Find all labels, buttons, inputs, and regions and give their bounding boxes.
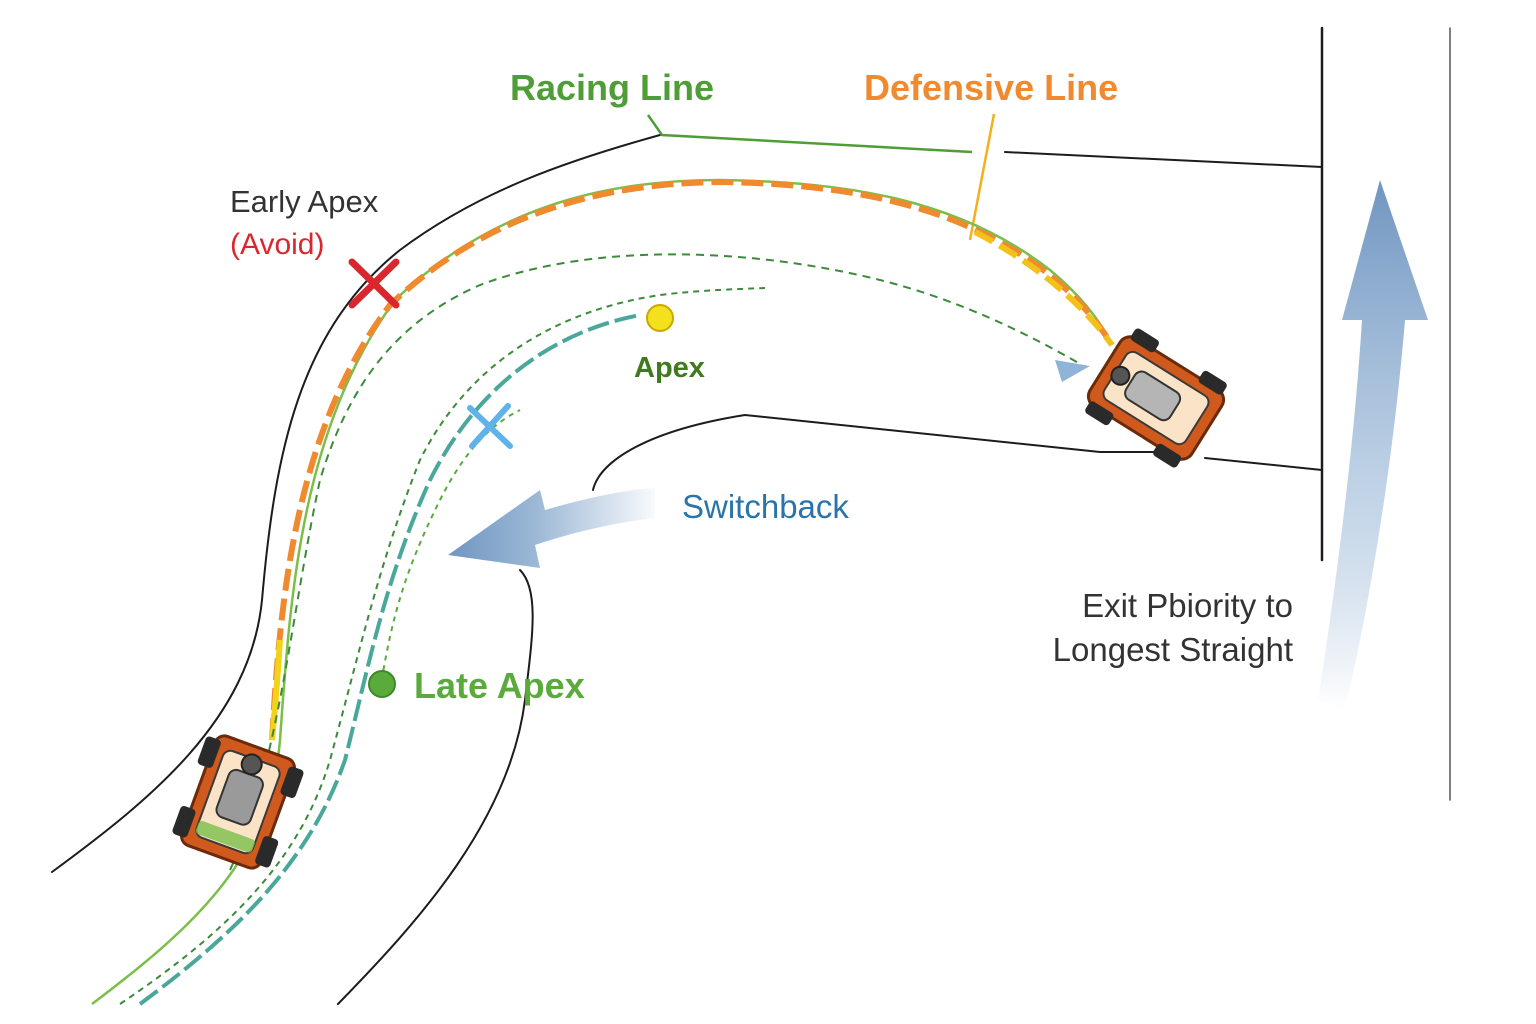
apex-dot	[646, 304, 674, 332]
outer-track-edge-top	[1004, 151, 1323, 168]
exit-priority-label-line2: Longest Straight	[1053, 631, 1293, 668]
inner-track-edge-hairpin	[592, 413, 1161, 491]
late-apex-line-b	[138, 313, 641, 1006]
exit-priority-arrow	[1318, 180, 1428, 710]
early-apex-x-mark	[348, 258, 400, 309]
kart-bottom-left-icon	[172, 734, 304, 870]
defensive-line-pointer	[968, 113, 996, 241]
track-edges	[51, 26, 1451, 1005]
racing-line-outer	[91, 178, 1114, 1005]
inner-track-edge	[337, 569, 534, 1005]
late-apex-label: Late Apex	[414, 665, 585, 706]
racing-line-exit-arrowhead	[1055, 360, 1090, 382]
racing-line-inner-dashed	[229, 253, 1083, 871]
racing-line-pointer	[646, 114, 973, 154]
inner-track-edge-exit	[1204, 457, 1323, 471]
late-apex-line-a	[119, 287, 766, 1005]
early-apex-label: Early Apex	[230, 184, 379, 219]
defensive-line-path	[269, 178, 1115, 741]
kart-right-icon	[1085, 328, 1227, 468]
switchback-x-mark	[467, 403, 513, 449]
defensive-line-yellow-start	[269, 639, 283, 741]
defensive-line-label: Defensive Line	[864, 67, 1118, 108]
exit-priority-label-line1: Exit Pbiority to	[1082, 587, 1293, 624]
avoid-label: (Avoid)	[230, 228, 324, 261]
switchback-arrow	[448, 488, 655, 568]
racing-line-label: Racing Line	[510, 67, 714, 108]
late-apex-dot	[368, 670, 396, 698]
switchback-label: Switchback	[682, 488, 849, 525]
outer-track-edge	[51, 134, 661, 873]
defensive-line-yellow-end	[973, 229, 1115, 347]
late-apex-line-c	[379, 409, 521, 691]
apex-label: Apex	[634, 352, 705, 384]
